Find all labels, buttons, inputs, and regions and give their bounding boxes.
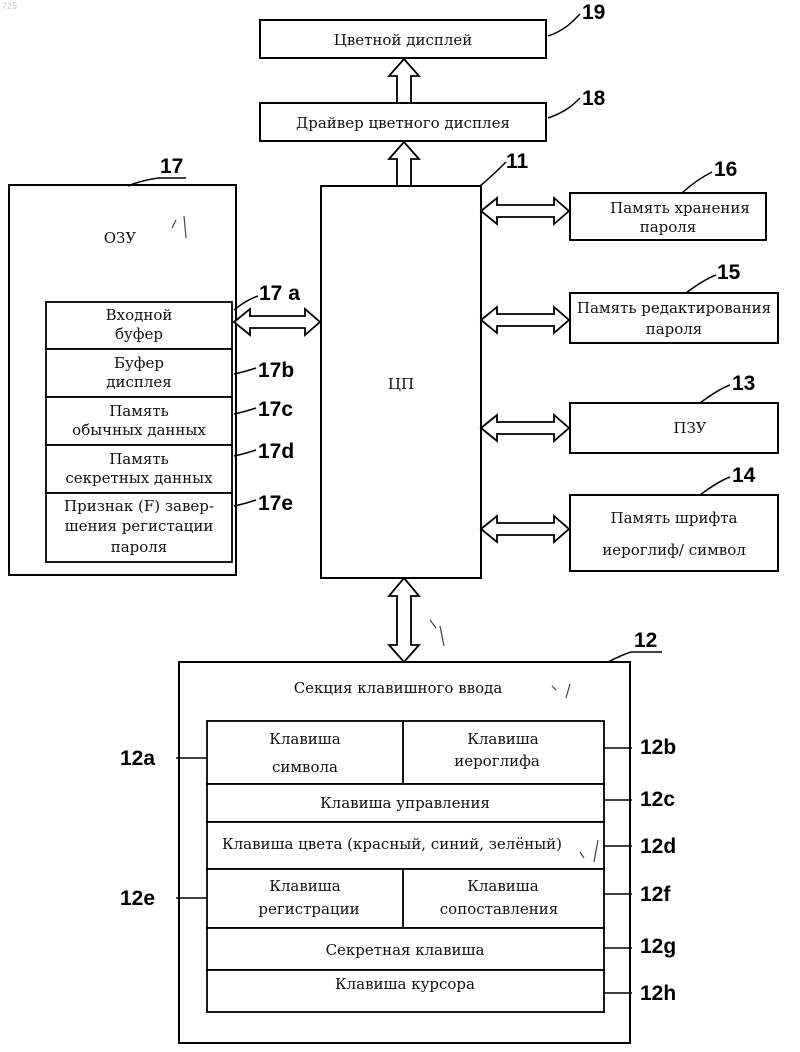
arrow-cpu-to-driver — [389, 142, 419, 186]
reg-flag-line2: шения регистации — [65, 517, 214, 535]
scan-mark — [430, 620, 444, 646]
corner-number: 725 — [2, 1, 17, 11]
registration-key-line1: Клавиша — [269, 877, 340, 895]
arrow-driver-to-display — [389, 59, 419, 102]
symbol-key-line1: Клавиша — [269, 730, 340, 748]
leader-18 — [548, 98, 580, 118]
display-driver-block: Драйвер цветного дисплея — [260, 103, 546, 141]
cpu-label: ЦП — [388, 375, 414, 393]
leader-12 — [608, 652, 631, 662]
comparison-key-line1: Клавиша — [467, 877, 538, 895]
secret-data-line2: секретных данных — [65, 469, 213, 487]
ref-12h: 12h — [640, 982, 676, 1005]
control-key-label: Клавиша управления — [320, 794, 490, 812]
leader-17c — [234, 408, 256, 414]
ref-16: 16 — [714, 158, 737, 181]
ordinary-data-line1: Память — [109, 402, 169, 420]
leader-13 — [700, 385, 730, 403]
ref-17a: 17 a — [259, 282, 300, 305]
leader-17d — [234, 450, 256, 456]
ref-12b: 12b — [640, 736, 676, 759]
comparison-key-line2: сопоставления — [440, 900, 558, 918]
leader-19 — [548, 14, 580, 36]
font-memory-block: Память шрифта иероглиф/ символ — [570, 495, 778, 571]
display-driver-label: Драйвер цветного дисплея — [296, 114, 510, 132]
arrow-cpu-font-memory — [481, 516, 569, 542]
ref-17e: 17e — [258, 492, 293, 515]
font-memory-line2: иероглиф/ символ — [602, 541, 746, 559]
input-buffer-line2: буфер — [115, 325, 163, 343]
ref-11: 11 — [506, 150, 529, 173]
leader-16 — [682, 172, 712, 193]
arrow-ram-cpu — [234, 309, 320, 335]
leader-17b — [234, 368, 256, 374]
hieroglyph-key-line1: Клавиша — [467, 730, 538, 748]
ref-17d: 17d — [258, 440, 294, 463]
ref-12e: 12e — [120, 887, 155, 910]
ref-17c: 17c — [258, 398, 293, 421]
font-memory-line1: Память шрифта — [611, 509, 738, 527]
password-edit-block: Память редактирования пароля — [570, 293, 778, 343]
ref-14: 14 — [732, 464, 756, 487]
cursor-key-label: Клавиша курсора — [335, 975, 475, 993]
ref-12g: 12g — [640, 935, 676, 958]
ref-12f: 12f — [640, 883, 671, 906]
secret-data-line1: Память — [109, 450, 169, 468]
password-storage-line2: пароля — [640, 218, 697, 236]
arrow-cpu-password-storage — [481, 198, 569, 224]
hieroglyph-key-line2: иероглифа — [454, 752, 540, 770]
arrow-cpu-password-edit — [481, 307, 569, 333]
ref-18: 18 — [582, 87, 606, 110]
rom-label: ПЗУ — [673, 419, 706, 437]
leader-11 — [480, 162, 506, 186]
input-buffer-line1: Входной — [106, 306, 173, 324]
arrow-cpu-rom — [481, 415, 569, 441]
cpu-block: ЦП — [321, 186, 481, 578]
color-display-block: Цветной дисплей — [260, 20, 546, 58]
ref-12: 12 — [634, 629, 657, 652]
color-display-label: Цветной дисплей — [334, 31, 473, 49]
arrow-cpu-keyboard — [389, 578, 419, 662]
ref-12d: 12d — [640, 835, 676, 858]
leader-14 — [700, 477, 730, 495]
ref-13: 13 — [732, 372, 755, 395]
leader-17e — [234, 500, 256, 506]
password-edit-line2: пароля — [646, 320, 703, 338]
display-buffer-line2: дисплея — [106, 373, 172, 391]
display-buffer-line1: Буфер — [114, 354, 164, 372]
password-storage-block: Память хранения пароля — [570, 193, 766, 240]
leader-15 — [686, 275, 716, 293]
ordinary-data-line2: обычных данных — [72, 421, 206, 439]
reg-flag-line3: пароля — [111, 538, 168, 556]
reg-flag-line1: Признак (F) завер- — [64, 497, 214, 515]
symbol-key-line2: символа — [272, 758, 338, 776]
key-grid — [207, 721, 604, 1012]
color-key-label: Клавиша цвета (красный, синий, зелёный) — [222, 835, 562, 853]
ref-19: 19 — [582, 1, 605, 24]
ref-12a: 12a — [120, 747, 155, 770]
password-storage-line1: Память хранения — [610, 199, 750, 217]
rom-block: ПЗУ — [570, 403, 778, 453]
ram-title: ОЗУ — [104, 229, 137, 247]
registration-key-line2: регистрации — [258, 900, 359, 918]
keyboard-title: Секция клавишного ввода — [294, 679, 503, 697]
ref-12c: 12c — [640, 788, 675, 811]
password-edit-line1: Память редактирования — [577, 299, 771, 317]
ref-17: 17 — [160, 155, 183, 178]
ref-15: 15 — [717, 261, 741, 284]
secret-key-label: Секретная клавиша — [326, 941, 485, 959]
ref-17b: 17b — [258, 359, 294, 382]
leader-17a — [234, 296, 258, 310]
